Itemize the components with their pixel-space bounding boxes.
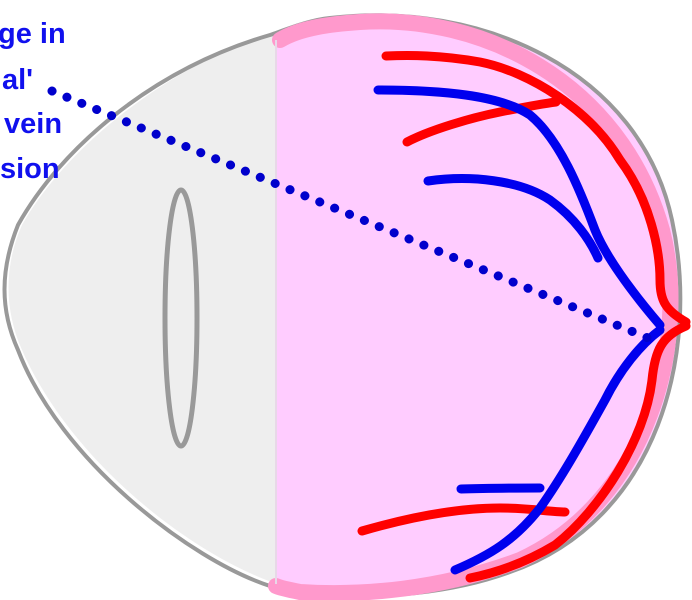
label-line-3: vein (4, 108, 63, 140)
vein-inferior (450, 325, 665, 575)
pointer-line (47, 86, 653, 343)
retina-rim (268, 13, 679, 600)
artery-superior (381, 51, 691, 327)
vein-superior-branch (423, 174, 603, 263)
artery-inferior-branch (357, 503, 570, 536)
artery-inferior (465, 321, 691, 583)
vein-superior (373, 85, 665, 330)
label-line-2: al' (2, 64, 34, 96)
artery-superior-branch (402, 97, 561, 147)
anterior-segment (8, 30, 280, 585)
retinal-veins (373, 85, 665, 575)
label-line-4: sion (0, 153, 60, 185)
label-line-1: ge in (0, 18, 66, 50)
vein-inferior-branch (456, 483, 545, 494)
retinal-arteries (357, 51, 691, 583)
lens-icon (162, 187, 200, 449)
